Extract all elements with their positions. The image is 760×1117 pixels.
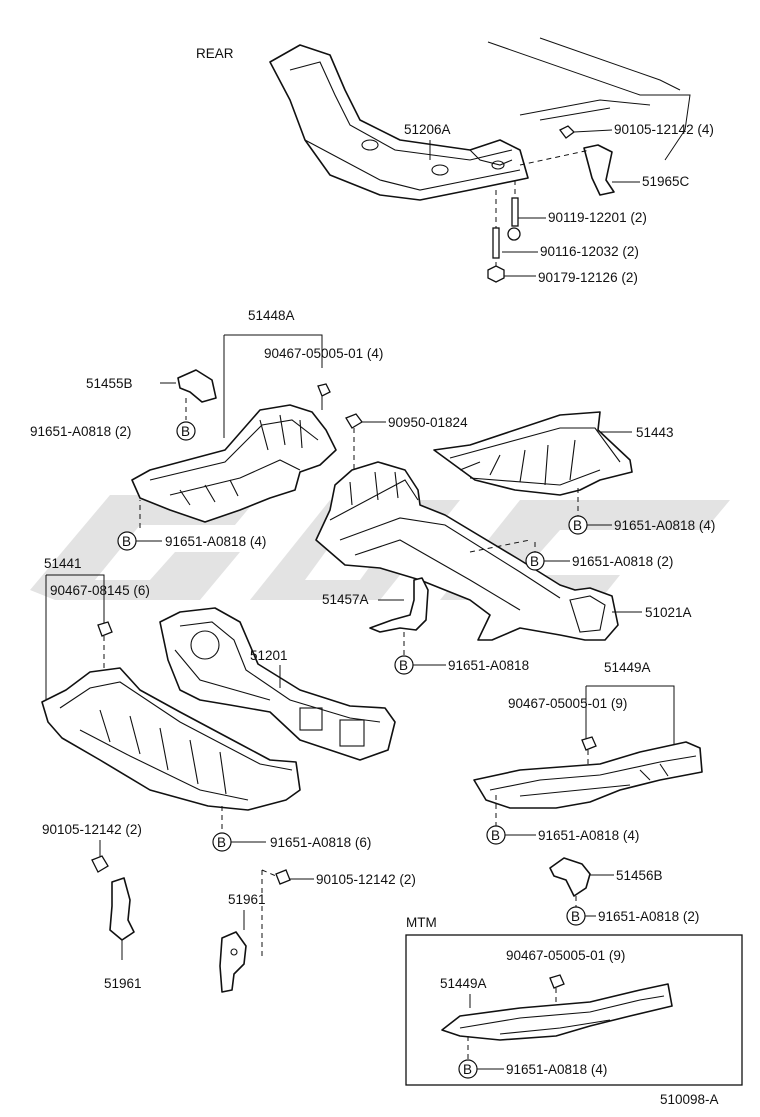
part-51021A-frame [315,461,619,641]
svg-text:B: B [463,1062,472,1077]
clip-90950-01824 [345,413,386,470]
part-51961-right [219,931,247,993]
label-90105-12142-4: 90105-12142 (4) [614,122,714,137]
nut-90179-12126 [487,265,536,283]
clip-90467-08145 [97,621,113,740]
part-51449A-mtm-cover [441,983,673,1041]
part-51456B-bracket [549,857,614,907]
b-marker-7: B [486,825,536,845]
part-51441-cover [41,667,301,811]
diagram-id: 510098-A [660,1092,719,1107]
label-90119-12201-2: 90119-12201 (2) [548,210,647,225]
label-90950-01824: 90950-01824 [388,415,468,430]
label-51456B: 51456B [616,868,663,883]
label-51457A: 51457A [322,592,369,607]
b-marker-2: B [117,500,162,551]
svg-text:B: B [573,518,582,533]
label-91651-A0818-2-b: 91651-A0818 (2) [572,554,673,569]
label-mtm: MTM [406,915,437,930]
part-51449A-cover [473,741,703,809]
svg-text:B: B [571,909,580,924]
svg-text:B: B [530,554,539,569]
label-51449A-mtm: 51449A [440,976,487,991]
label-rear: REAR [196,46,234,61]
clip-mtm [549,974,565,1004]
label-91651-A0818-4-mtm: 91651-A0818 (4) [506,1062,607,1077]
label-51201: 51201 [250,648,288,663]
label-51961-b: 51961 [228,892,266,907]
label-51449A: 51449A [604,660,651,675]
label-91651-A0818-4-a: 91651-A0818 (4) [165,534,266,549]
b-marker-8: B [566,906,596,926]
label-90105-12142-2-b: 90105-12142 (2) [316,872,416,887]
clip-90467-05005-01 [317,383,331,410]
bolt-90105-12142-top [559,125,613,139]
svg-text:B: B [491,828,500,843]
part-51448A-cover [131,404,337,523]
label-51021A: 51021A [645,605,692,620]
label-90467-05005-01-4: 90467-05005-01 (4) [264,346,383,361]
label-90467-08145-6: 90467-08145 (6) [50,583,150,598]
vehicle-body-outline [487,37,691,161]
label-90179-12126-2: 90179-12126 (2) [538,270,638,285]
label-91651-A0818-4-b: 91651-A0818 (4) [614,518,715,533]
label-91651-A0818-6: 91651-A0818 (6) [270,835,371,850]
label-91651-A0818-2-a: 91651-A0818 (2) [30,424,131,439]
svg-text:B: B [122,534,131,549]
label-51206A: 51206A [404,122,451,137]
bolt-90105-12142-a [91,840,109,873]
bolt-90116-12032 [492,227,538,259]
bolt-90119-12201 [511,197,546,227]
svg-text:B: B [181,424,190,439]
b-marker-3: B [568,515,612,535]
part-51201-frame [159,607,396,761]
part-51965C-bracket [583,144,640,196]
mtm-inset-box [405,934,743,1086]
b-marker-1: B [176,421,196,441]
label-90116-12032-2: 90116-12032 (2) [540,244,639,259]
part-51455B-bracket [160,369,217,420]
label-51455B: 51455B [86,376,133,391]
bolt-90105-12142-b [261,869,314,960]
label-51448A: 51448A [248,308,295,323]
label-51961-a: 51961 [104,976,142,991]
label-91651-A0818-4-c: 91651-A0818 (4) [538,828,639,843]
label-51443: 51443 [636,425,674,440]
label-90105-12142-2-a: 90105-12142 (2) [42,822,142,837]
label-51441: 51441 [44,556,82,571]
part-51443-cover [433,411,633,496]
part-51457A-bracket [369,577,429,633]
part-51961-left [109,877,135,941]
clip-90467-05005-01-b [581,736,597,768]
b-marker-9: B [458,1059,504,1079]
label-91651-A0818-2-c: 91651-A0818 (2) [598,909,699,924]
svg-text:B: B [217,835,226,850]
label-51965C: 51965C [642,174,690,189]
part-51206A-crossmember [269,44,529,201]
b-marker-6: B [212,832,266,852]
label-91651-A0818: 91651-A0818 [448,658,529,673]
label-90467-05005-01-9-mtm: 90467-05005-01 (9) [506,948,625,963]
label-90467-05005-01-9: 90467-05005-01 (9) [508,696,627,711]
svg-text:B: B [399,658,408,673]
b-marker-4: B [525,551,570,571]
b-marker-5: B [394,655,446,675]
